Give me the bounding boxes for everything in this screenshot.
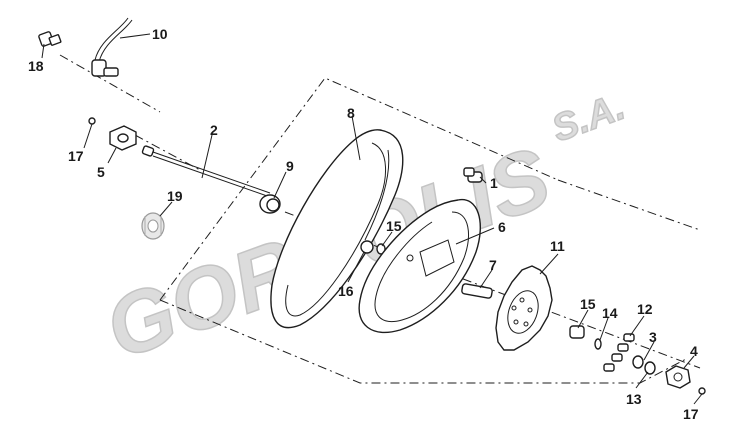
part-rim (358, 199, 481, 334)
part-tyre-valve (463, 167, 483, 183)
callout-12: 12 (637, 301, 653, 317)
callout-9: 9 (286, 158, 294, 174)
callout-14: 14 (602, 305, 618, 321)
part-axle-nut (665, 365, 691, 389)
callout-5: 5 (97, 164, 105, 180)
part-spacer-tube (461, 283, 493, 299)
callout-16: 16 (338, 283, 354, 299)
part-cable-bolt (38, 31, 62, 47)
part-disc-bolts (603, 333, 635, 372)
callout-15-hub: 15 (386, 218, 402, 234)
callout-10: 10 (152, 26, 168, 42)
callout-8: 8 (347, 105, 355, 121)
part-cotter-pin-bottom (698, 387, 706, 395)
callout-17-top: 17 (68, 148, 84, 164)
callout-1: 1 (490, 175, 498, 191)
part-bushing-right (569, 325, 585, 339)
part-brake-disc (495, 265, 553, 351)
part-gear-collar (109, 125, 137, 151)
callout-4: 4 (690, 343, 698, 359)
callout-11: 11 (550, 238, 565, 254)
part-tyre (270, 129, 404, 329)
part-hub-spacers (360, 240, 386, 255)
watermark-suffix: S.A. (547, 86, 631, 151)
callout-18: 18 (28, 58, 44, 74)
callouts: 1 2 3 4 5 6 7 8 9 10 11 12 13 14 15 15 1… (28, 26, 699, 422)
callout-15-right: 15 (580, 296, 596, 312)
callout-17-bottom: 17 (683, 406, 699, 422)
part-speedometer-cable (91, 17, 133, 77)
part-bearing (141, 212, 165, 240)
part-cotter-pin-top (88, 117, 96, 125)
part-oil-seal (632, 355, 656, 375)
part-spacer-ring (594, 338, 602, 350)
callout-2: 2 (210, 122, 218, 138)
leader-lines (41, 33, 703, 405)
callout-13: 13 (626, 391, 642, 407)
part-front-axle (141, 145, 271, 198)
callout-19: 19 (167, 188, 183, 204)
part-side-collar (259, 194, 281, 214)
callout-3: 3 (649, 329, 657, 345)
callout-7: 7 (489, 257, 497, 273)
callout-6: 6 (498, 219, 506, 235)
